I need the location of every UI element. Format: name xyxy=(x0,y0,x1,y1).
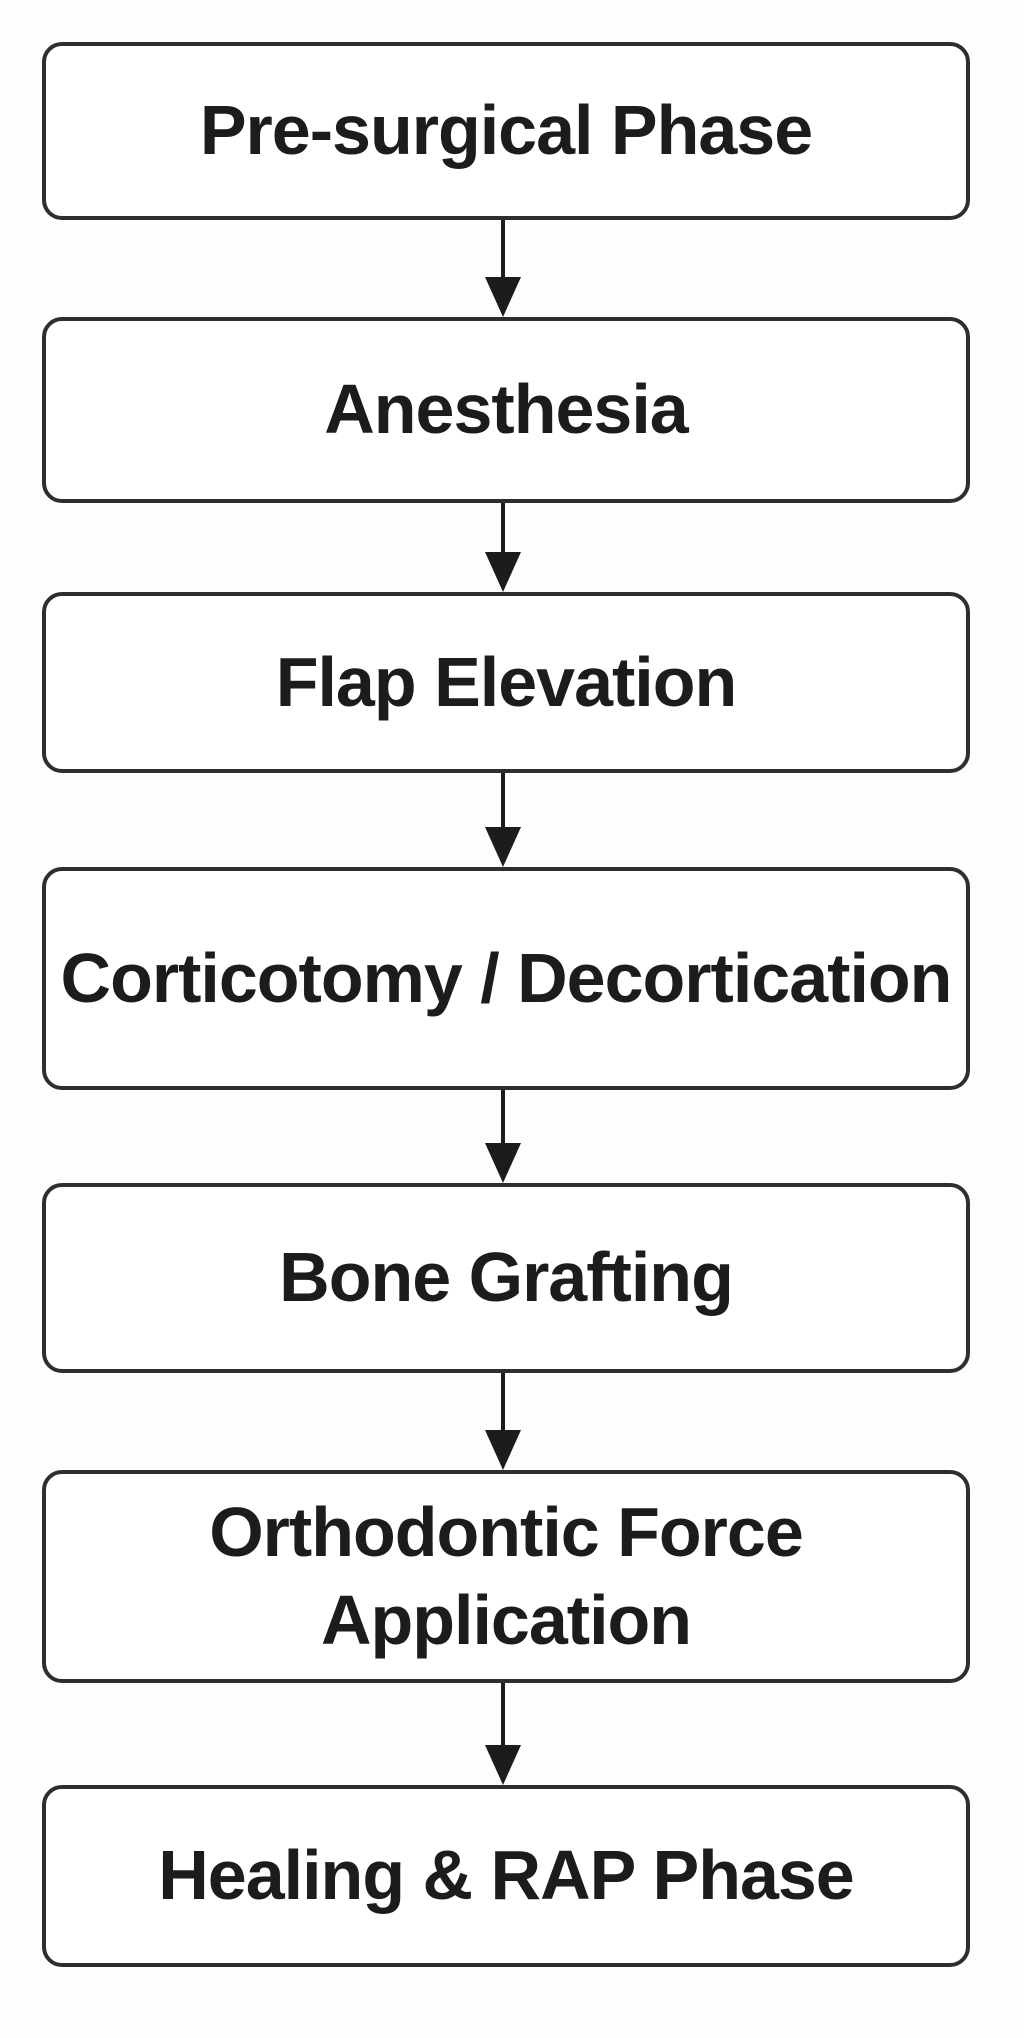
flow-step-label: Orthodontic Force Application xyxy=(209,1493,804,1659)
arrow-stem xyxy=(501,503,505,560)
arrow-stem xyxy=(501,1373,505,1438)
arrow-head-down-icon xyxy=(485,277,521,317)
flow-arrow xyxy=(483,1683,523,1785)
arrow-head-down-icon xyxy=(485,1745,521,1785)
arrow-stem xyxy=(501,773,505,835)
arrow-stem xyxy=(501,1683,505,1753)
flow-step-bone-grafting: Bone Grafting xyxy=(42,1183,970,1373)
flow-step-label: Pre-surgical Phase xyxy=(199,91,813,170)
flow-step-label: Bone Grafting xyxy=(279,1238,734,1317)
arrow-head-down-icon xyxy=(485,1430,521,1470)
flow-arrow xyxy=(483,503,523,592)
flow-step-label: Flap Elevation xyxy=(275,642,738,721)
flow-arrow xyxy=(483,1373,523,1470)
flow-step-label: Anesthesia xyxy=(324,370,688,449)
flow-step-corticotomy-decortication: Corticotomy / Decortication xyxy=(42,867,970,1090)
flow-step-healing-rap-phase: Healing & RAP Phase xyxy=(42,1785,970,1967)
flow-step-anesthesia: Anesthesia xyxy=(42,317,970,503)
arrow-head-down-icon xyxy=(485,1143,521,1183)
flow-step-label: Healing & RAP Phase xyxy=(158,1836,854,1915)
flow-arrow xyxy=(483,220,523,317)
flow-arrow xyxy=(483,773,523,867)
arrow-stem xyxy=(501,220,505,285)
flow-step-orthodontic-force-application: Orthodontic Force Application xyxy=(42,1470,970,1683)
flow-step-pre-surgical-phase: Pre-surgical Phase xyxy=(42,42,970,220)
flow-arrow xyxy=(483,1090,523,1183)
arrow-head-down-icon xyxy=(485,552,521,592)
arrow-stem xyxy=(501,1090,505,1151)
flow-step-label: Corticotomy / Decortication xyxy=(60,938,953,1017)
arrow-head-down-icon xyxy=(485,827,521,867)
flow-step-flap-elevation: Flap Elevation xyxy=(42,592,970,773)
